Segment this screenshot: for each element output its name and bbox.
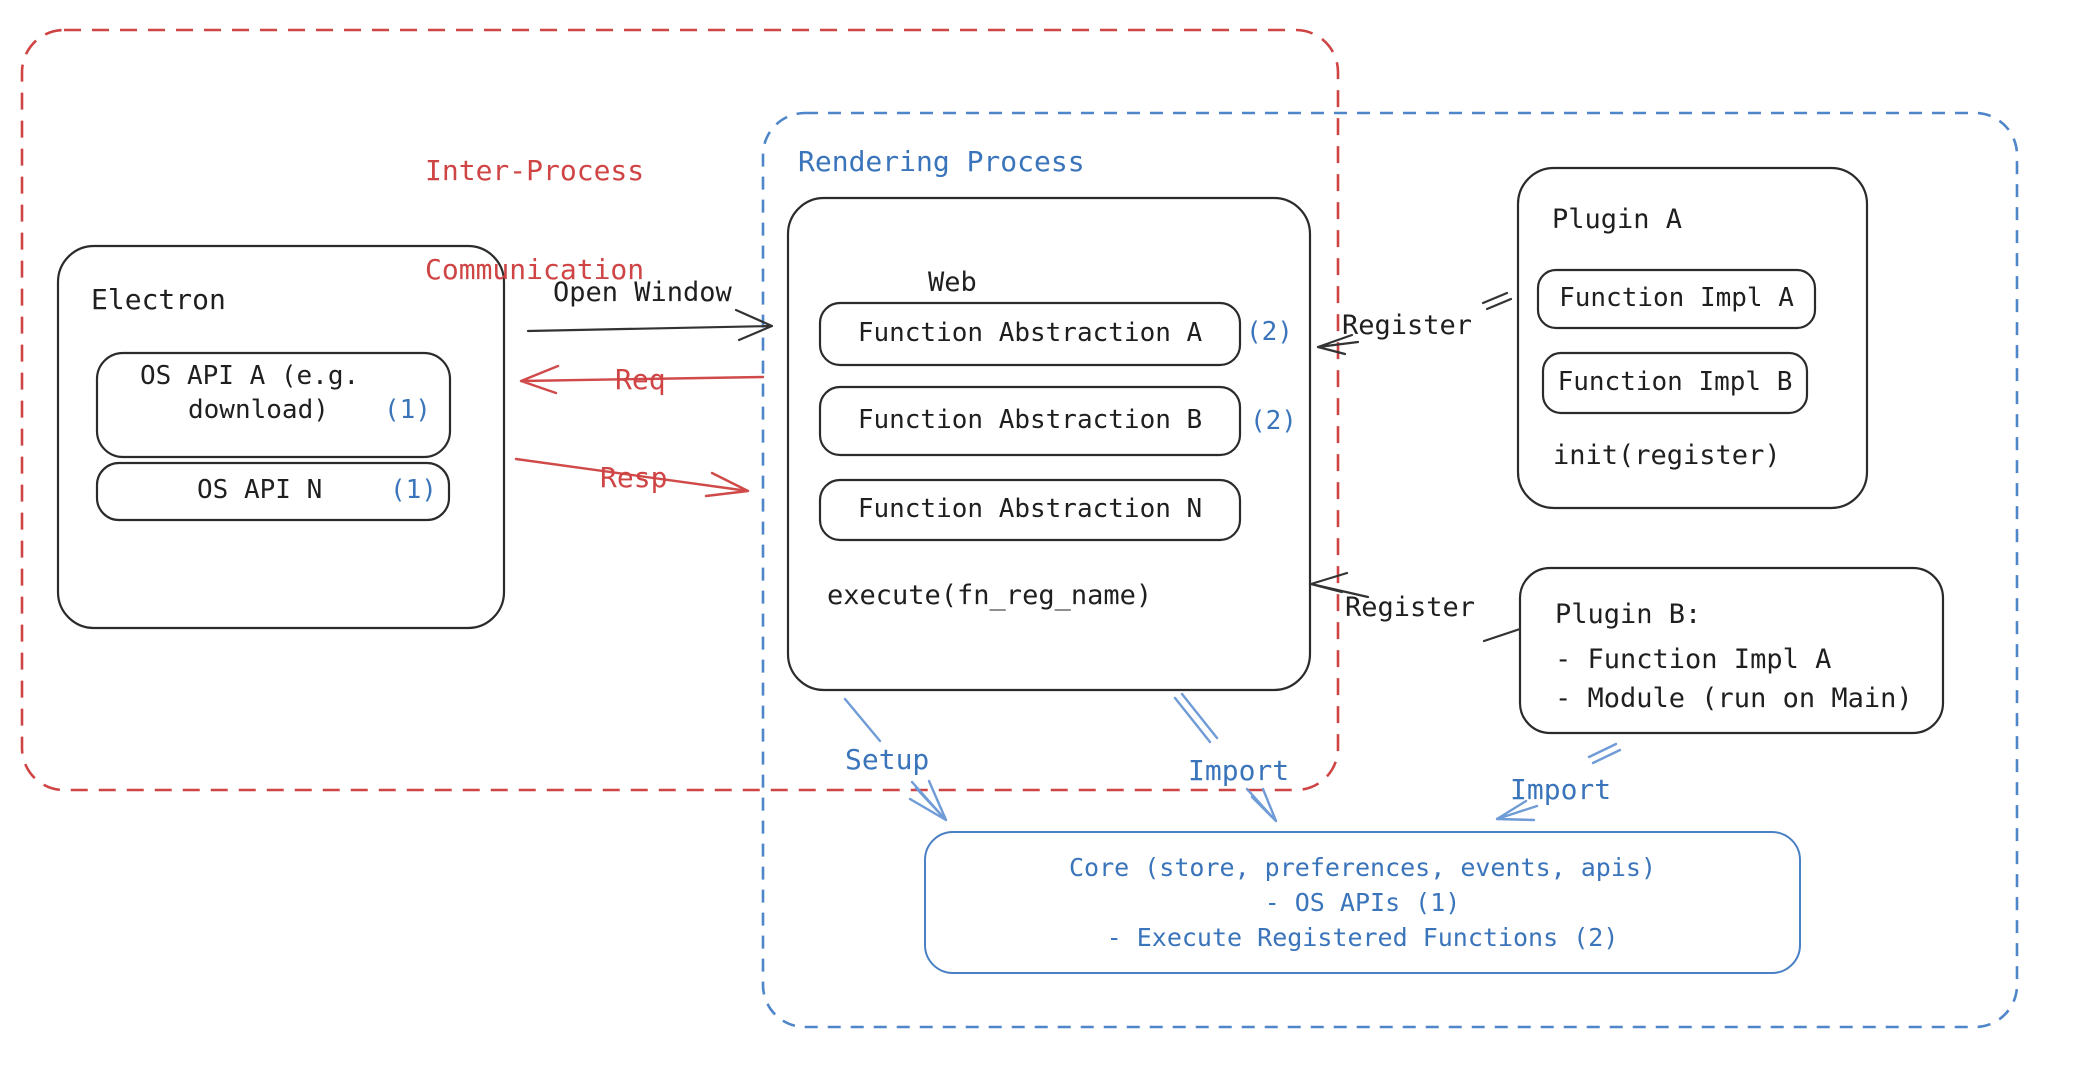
init-register-label: init(register) [1553, 440, 1781, 471]
plugin-a-box [1516, 166, 1869, 510]
ipc-frame-label: Inter-Process Communication [425, 88, 644, 352]
core-line3: - Execute Registered Functions (2) [1106, 923, 1619, 952]
core-line1: Core (store, preferences, events, apis) [1069, 853, 1656, 882]
setup-label: Setup [845, 743, 930, 776]
rendering-process-label: Rendering Process [798, 145, 1085, 178]
function-abstraction-b-box [818, 385, 1242, 457]
execute-label: execute(fn_reg_name) [827, 580, 1153, 611]
core-line2: - OS APIs (1) [1264, 888, 1461, 917]
ipc-frame [20, 28, 1340, 792]
function-impl-b-label: Function Impl B [1557, 367, 1793, 398]
function-abstraction-b-ref: (2) [1250, 406, 1297, 436]
ipc-frame-label-line2: Communication [425, 253, 645, 286]
req-label: Req [615, 363, 666, 396]
function-abstraction-a-box [818, 301, 1242, 367]
function-abstraction-a-label: Function Abstraction A [857, 318, 1203, 349]
resp-arrow [514, 457, 750, 498]
setup-arrow [843, 697, 948, 822]
function-abstraction-n-box [818, 478, 1242, 542]
core-text-block: Core (store, preferences, events, apis) … [925, 832, 1800, 973]
function-impl-a-label: Function Impl A [1559, 283, 1794, 314]
register-a-label: Register [1342, 310, 1473, 341]
resp-label: Resp [600, 461, 668, 494]
plugin-b-box [1518, 566, 1945, 735]
os-api-a-label-line2: download) [188, 395, 329, 425]
ipc-frame-label-line1: Inter-Process [425, 154, 645, 187]
os-api-n-box [95, 461, 451, 522]
req-arrow [519, 364, 765, 395]
os-api-a-label-line1: OS API A (e.g. [140, 361, 360, 391]
plugin-b-item2: - Module (run on Main) [1555, 683, 1913, 714]
open-window-label: Open Window [553, 277, 732, 308]
import-web-arrow [1173, 692, 1278, 823]
core-box [924, 831, 1801, 974]
os-api-a-box [95, 351, 452, 459]
electron-title: Electron [91, 283, 226, 316]
os-api-n-ref: (1) [390, 475, 437, 505]
os-api-n-label: OS API N [197, 475, 323, 505]
plugin-b-item1: - Function Impl A [1555, 644, 1832, 675]
function-abstraction-a-ref: (2) [1246, 317, 1293, 347]
plugin-b-title: Plugin B: [1555, 599, 1702, 630]
plugin-a-title: Plugin A [1552, 204, 1683, 235]
os-api-a-ref: (1) [384, 395, 431, 425]
import-plugin-label: Import [1510, 773, 1612, 806]
register-b-label: Register [1345, 592, 1476, 623]
import-plugin-arrow [1495, 742, 1622, 822]
register-a-arrow [1316, 291, 1513, 356]
register-b-arrow [1309, 571, 1522, 643]
function-impl-a-box [1536, 268, 1817, 330]
import-web-label: Import [1188, 754, 1290, 787]
web-title: Web [928, 267, 977, 298]
function-abstraction-n-label: Function Abstraction N [857, 494, 1203, 525]
function-impl-b-box [1541, 351, 1809, 415]
rendering-process-frame [761, 111, 2019, 1029]
open-window-arrow [526, 308, 774, 342]
function-abstraction-b-label: Function Abstraction B [857, 405, 1203, 436]
